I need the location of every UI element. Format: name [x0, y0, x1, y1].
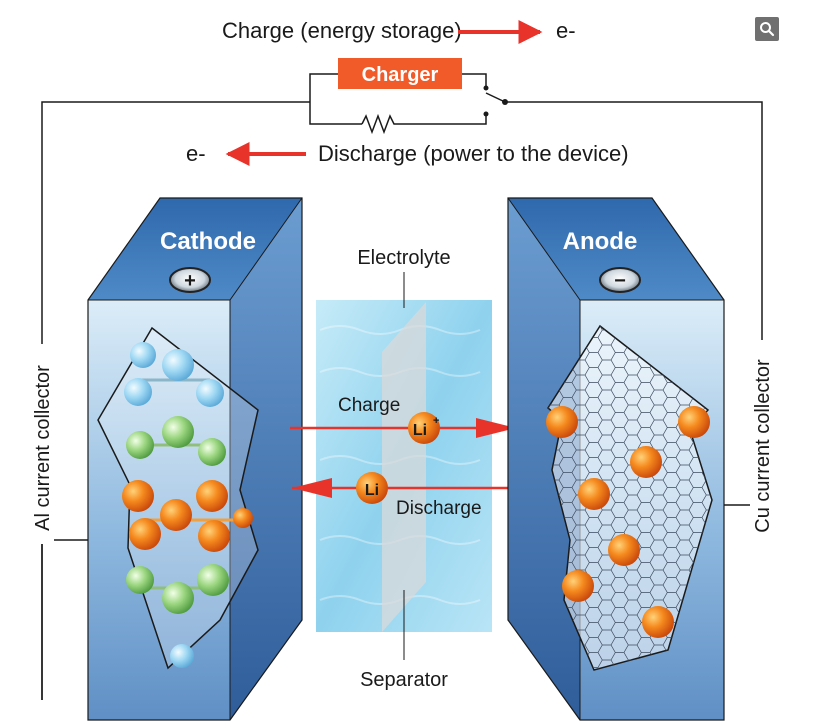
resistor-symbol	[361, 113, 398, 135]
li-ion-charge-superscript: +	[433, 415, 439, 427]
li-ion-discharge-text: Li	[365, 482, 379, 499]
charge-ion-label: Charge	[338, 395, 400, 416]
separator-membrane	[382, 302, 426, 632]
cathode-crystal	[122, 342, 253, 668]
li-ion-charge	[408, 412, 440, 444]
cu-current-collector-label: Cu current collector	[752, 359, 774, 533]
anode-terminal-symbol: −	[614, 270, 626, 292]
charge-direction-label: Charge (energy storage)	[222, 18, 462, 43]
cathode-title: Cathode	[160, 228, 256, 255]
cathode-terminal	[169, 267, 211, 293]
charger-label: Charger	[362, 64, 439, 86]
al-current-collector-label: Al current collector	[32, 365, 54, 531]
discharge-electron-symbol: e-	[186, 141, 206, 166]
search-icon	[760, 22, 775, 37]
electrolyte-label: Electrolyte	[357, 247, 450, 269]
li-ion-discharge	[356, 472, 388, 504]
separator-label: Separator	[360, 669, 448, 691]
discharge-ion-label: Discharge	[396, 498, 482, 519]
anode-title: Anode	[563, 228, 638, 255]
anode-terminal	[599, 267, 641, 293]
cathode-terminal-symbol: +	[184, 270, 196, 292]
discharge-direction-label: Discharge (power to the device)	[318, 141, 629, 166]
anode-lithium-ions	[546, 406, 710, 638]
charger-box	[338, 58, 462, 89]
li-ion-charge-text: Li	[413, 422, 427, 439]
charge-electron-symbol: e-	[556, 18, 576, 43]
zoom-search-button[interactable]	[755, 17, 779, 41]
